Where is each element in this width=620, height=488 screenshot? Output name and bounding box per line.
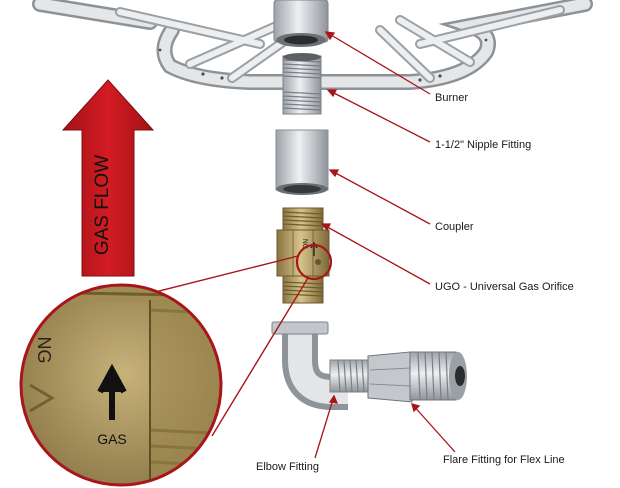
burner-hub	[273, 0, 329, 47]
burner-ring	[32, 0, 593, 90]
label-ugo: UGO - Universal Gas Orifice	[435, 281, 574, 293]
zoom-gas-mark: GAS	[97, 431, 127, 447]
orifice-ng-mark: NG	[301, 239, 308, 250]
elbow-fitting	[271, 321, 371, 410]
label-coupler: Coupler	[435, 221, 474, 233]
label-flare-fitting: Flare Fitting for Flex Line	[443, 454, 565, 466]
flare-fitting	[367, 351, 467, 403]
label-nipple-fitting: 1-1/2" Nipple Fitting	[435, 139, 531, 151]
gas-flow-arrow: GAS FLOW	[61, 79, 155, 277]
nipple-fitting	[282, 53, 322, 115]
coupler	[275, 129, 329, 195]
gas-flow-label: GAS FLOW	[92, 155, 113, 255]
label-burner: Burner	[435, 92, 468, 104]
leader-lines	[314, 31, 456, 459]
label-elbow-fitting: Elbow Fitting	[256, 461, 319, 473]
magnifier-lens-ring	[19, 283, 223, 487]
zoom-ng-mark: NG	[34, 337, 54, 364]
universal-gas-orifice: NG	[276, 207, 330, 304]
magnifier-target-ring	[295, 243, 333, 281]
